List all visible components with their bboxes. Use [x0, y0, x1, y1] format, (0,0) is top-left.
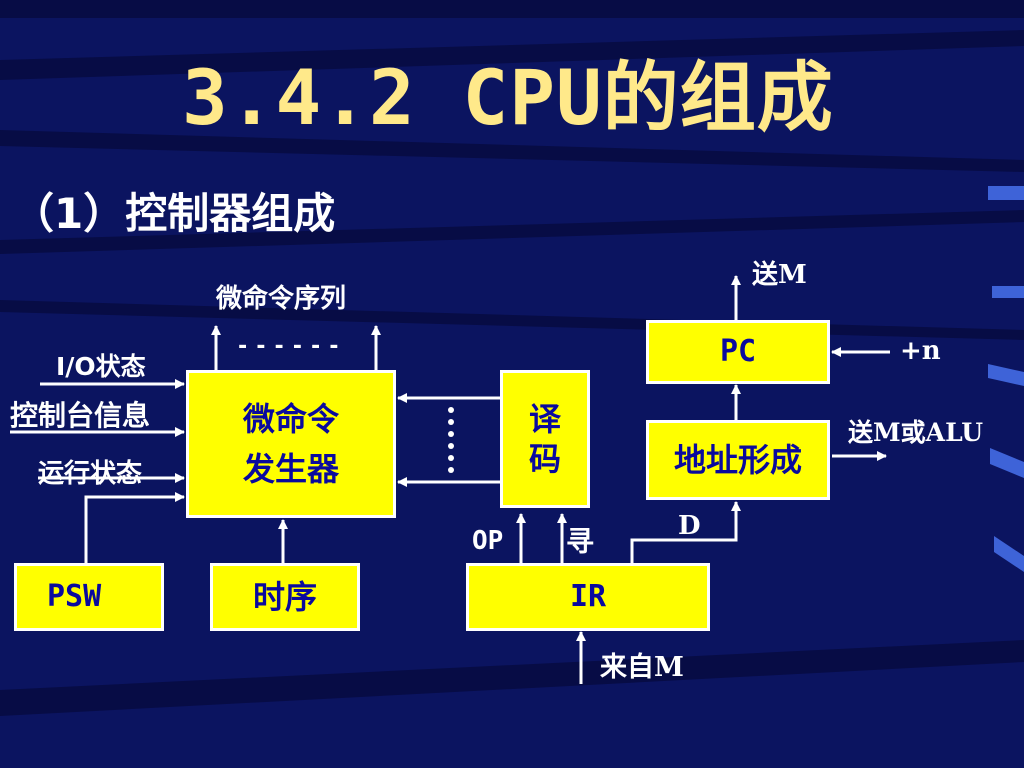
decoder-box: 译 码	[500, 370, 590, 508]
pc-box: PC	[646, 320, 830, 384]
run-status-label: 运行状态	[38, 459, 143, 489]
psw-label: PSW	[47, 579, 102, 615]
addr-mode-label: 寻	[566, 525, 595, 558]
plus-n-label: +n	[900, 336, 941, 366]
timing-label: 时序	[252, 578, 317, 616]
micro-seq-label: 微命令序列	[216, 284, 347, 314]
decoder-label-line1: 译	[528, 400, 561, 438]
pc-label: PC	[719, 334, 757, 370]
address-formation-label: 地址形成	[673, 441, 802, 479]
psw-box: PSW	[14, 563, 164, 631]
ir-box: IR	[466, 563, 710, 631]
micro-seq-dashes: ------	[236, 334, 346, 359]
to-m-top-label: 送M	[752, 260, 807, 290]
page-title: 3.4.2 CPU的组成	[182, 53, 834, 142]
section-subtitle: （1）控制器组成	[12, 189, 336, 238]
d-label: D	[678, 511, 701, 541]
micro-generator-label-line1: 微命令	[242, 400, 339, 438]
to-m-or-alu-label: 送M或ALU	[848, 418, 984, 447]
console-info-label: 控制台信息	[10, 399, 151, 432]
from-m-label: 来自M	[600, 652, 684, 683]
micro-generator-label-line2: 发生器	[242, 450, 339, 488]
decoder-label-line2: 码	[528, 440, 561, 478]
address-formation-box: 地址形成	[646, 420, 830, 500]
io-status-label: I/O状态	[56, 352, 146, 381]
op-label: OP	[472, 526, 504, 556]
timing-box: 时序	[210, 563, 360, 631]
ir-label: IR	[569, 579, 607, 615]
micro-command-generator-box: 微命令 发生器	[186, 370, 396, 518]
